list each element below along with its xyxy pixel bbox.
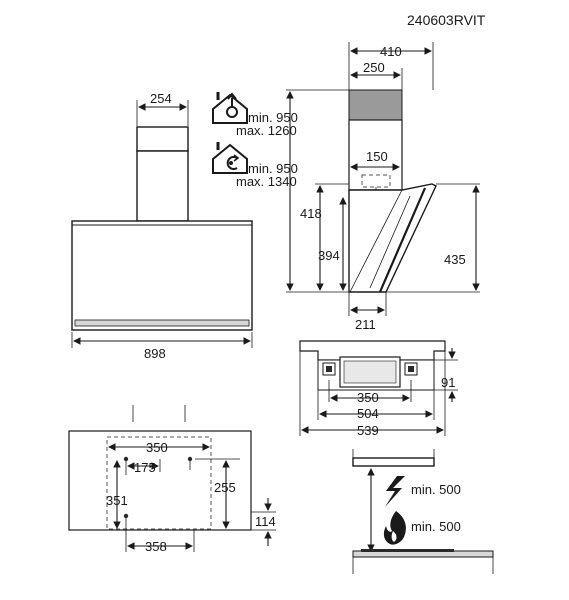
extraction-max: max. 1260	[236, 123, 297, 138]
dim-height-114: 114	[255, 514, 276, 529]
chimney-upper	[136, 126, 189, 152]
clearance-hood-bottom	[352, 457, 435, 467]
dim-height-255: 255	[214, 480, 236, 495]
chimney-lower	[136, 150, 189, 222]
gas-flame-icon	[383, 511, 406, 545]
wall-template-dashed-area	[106, 436, 212, 530]
hood-front-panel	[71, 220, 253, 331]
drawing-code: 240603RVIT	[407, 12, 486, 28]
dim-outlet-spacing: 350	[357, 390, 379, 405]
dim-total-depth: 410	[380, 44, 402, 59]
top-view: 91 350 504 539	[299, 340, 458, 438]
mount-hole	[123, 513, 129, 519]
clearance-gas-label: min. 500	[411, 519, 461, 534]
dim-bottom-depth: 211	[355, 317, 376, 332]
dim-chimney-depth: 250	[363, 60, 385, 75]
dim-height-435: 435	[444, 252, 466, 267]
clearance-electric-label: min. 500	[411, 482, 461, 497]
dim-outlet-offset: 150	[366, 149, 388, 164]
dim-height-394: 394	[318, 248, 340, 263]
side-chimney-body	[348, 119, 403, 191]
front-view: 254 898	[71, 91, 253, 361]
dim-depth-91: 91	[441, 375, 455, 390]
recirculation-max: max. 1340	[236, 174, 297, 189]
dim-width-539: 539	[357, 423, 379, 438]
house-recirculation-icon	[212, 142, 248, 174]
wall-mount-view: 350 175 255 351 114 358	[68, 405, 276, 554]
electric-hob-icon	[385, 476, 405, 507]
side-view: 410 250 150 89 418 394 435	[286, 42, 480, 332]
dim-width-358: 358	[145, 539, 167, 554]
clearance-view: min. 500 min. 500	[352, 449, 494, 574]
dim-chimney-width: 254	[150, 91, 172, 106]
extraction-min: min. 950	[248, 110, 298, 125]
dim-height-351: 351	[106, 493, 128, 508]
dim-height-418: 418	[300, 206, 322, 221]
side-hood-profile	[348, 183, 437, 293]
installation-heights: min. 950 max. 1260 min. 950 max. 1340	[212, 92, 298, 189]
hood-bottom-bar	[74, 319, 250, 327]
dim-hole-spacing-175: 175	[134, 460, 156, 475]
dim-hood-width: 898	[144, 346, 166, 361]
dim-width-504: 504	[357, 406, 379, 421]
house-extraction-icon	[212, 92, 248, 124]
dim-hole-spacing-350: 350	[146, 440, 168, 455]
recirculation-min: min. 950	[248, 161, 298, 176]
side-chimney-top	[348, 89, 403, 121]
